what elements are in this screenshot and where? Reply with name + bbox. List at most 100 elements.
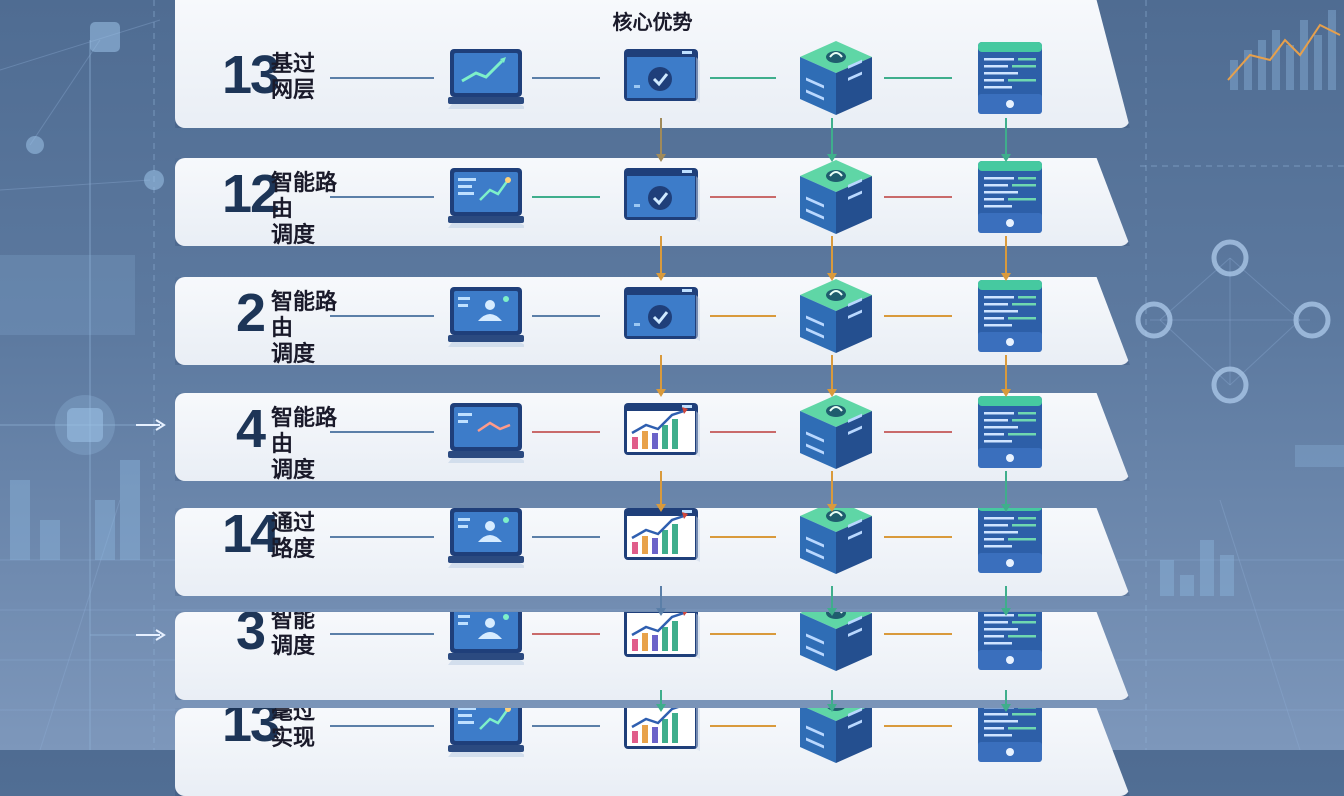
background-decoration xyxy=(0,0,1344,750)
flow-arrow xyxy=(884,71,956,85)
flow-arrow-down xyxy=(1001,586,1011,616)
row-label-line1: 毫过 xyxy=(271,700,316,725)
row-label-line1: 智能路由 xyxy=(271,290,338,341)
flow-arrow-down xyxy=(1001,355,1011,397)
flow-arrow-down xyxy=(656,471,666,512)
flow-arrow-down xyxy=(1001,236,1011,281)
row-label-line2: 网层 xyxy=(271,78,316,103)
flow-arrow xyxy=(884,719,956,733)
row-label-line2: 调度 xyxy=(271,634,316,659)
flow-arrow-down xyxy=(827,236,837,281)
flow-arrow xyxy=(710,425,780,439)
flow-arrow-down xyxy=(827,586,837,616)
window-bar-chart-icon xyxy=(622,508,704,572)
flow-arrow-down xyxy=(656,690,666,712)
row-label-line2: 路度 xyxy=(271,537,316,562)
window-check-icon xyxy=(622,285,704,351)
monitor-user-icon xyxy=(448,508,528,572)
row-label-line1: 智能 xyxy=(271,608,316,633)
server-cube-icon xyxy=(796,277,876,359)
monitor-dashboard-icon xyxy=(448,166,528,232)
row-label-line1: 基过 xyxy=(271,52,316,77)
row-label: 通过路度 xyxy=(271,511,351,563)
flow-arrow xyxy=(710,190,780,204)
flow-arrow xyxy=(884,309,956,323)
flow-arrow-down xyxy=(827,118,837,162)
server-cube-icon xyxy=(796,158,876,240)
flow-arrow xyxy=(884,425,956,439)
row-label: 智能路由调度 xyxy=(271,290,351,367)
flow-arrow-down xyxy=(656,586,666,616)
row-label-line2: 实现 xyxy=(271,726,316,751)
row-number: 13 xyxy=(221,693,280,753)
monitor-graph-icon xyxy=(448,401,528,467)
monitor-dashboard-icon xyxy=(448,708,528,761)
monitor-user-icon xyxy=(448,612,528,669)
row-number: 4 xyxy=(235,399,266,459)
flow-arrow-down xyxy=(1001,690,1011,712)
row-label: 智能调度 xyxy=(271,608,351,660)
row-label-line2: 调度 xyxy=(271,342,316,367)
server-cube-icon xyxy=(796,612,876,677)
row-label: 智能路由调度 xyxy=(271,171,351,246)
row-label-line1: 通过 xyxy=(271,511,316,536)
window-check-icon xyxy=(622,166,704,232)
flow-arrow-down xyxy=(1001,471,1011,512)
flow-arrow xyxy=(330,719,438,733)
flow-arrow xyxy=(884,530,956,544)
flow-arrow-down xyxy=(1001,118,1011,162)
flow-arrow-down xyxy=(827,690,837,712)
monitor-user-icon xyxy=(448,285,528,351)
flow-arrow xyxy=(710,309,780,323)
flow-arrow-down xyxy=(827,355,837,397)
row-number: 12 xyxy=(221,164,280,224)
row-number: 3 xyxy=(235,601,266,661)
flow-arrow-down xyxy=(656,355,666,397)
flow-arrow xyxy=(710,530,780,544)
row-number: 14 xyxy=(221,504,280,564)
monitor-chart-icon xyxy=(448,47,528,113)
flow-arrow xyxy=(330,627,438,641)
server-rack-icon xyxy=(976,508,1044,579)
row-label-line1: 智能路由 xyxy=(271,171,338,222)
flow-arrow xyxy=(330,309,438,323)
row-label: 毫过实现 xyxy=(271,700,351,752)
server-cube-icon xyxy=(796,39,876,121)
server-cube-icon xyxy=(796,508,876,580)
flow-arrow xyxy=(532,425,604,439)
row-label: 基过网层 xyxy=(271,52,351,104)
row-number: 2 xyxy=(235,283,266,343)
flow-arrow xyxy=(532,190,604,204)
window-bar-chart-icon xyxy=(622,612,704,669)
flow-arrow-down xyxy=(656,236,666,281)
server-rack-icon xyxy=(976,159,1044,239)
server-cube-icon xyxy=(796,393,876,475)
page-title: 核心优势 xyxy=(612,10,693,34)
window-bar-chart-icon xyxy=(622,401,704,467)
server-rack-icon xyxy=(976,278,1044,358)
row-number: 13 xyxy=(221,45,280,105)
flow-arrow xyxy=(532,627,604,641)
flow-arrow xyxy=(710,719,780,733)
flow-arrow xyxy=(710,71,780,85)
side-arrow xyxy=(136,629,166,641)
flow-arrow xyxy=(532,71,604,85)
flow-arrow xyxy=(884,190,956,204)
server-rack-icon xyxy=(976,612,1044,676)
row-label-line1: 智能路由 xyxy=(271,406,338,457)
row-label-line2: 调度 xyxy=(271,458,316,483)
flow-arrow-down xyxy=(827,471,837,512)
row-label: 智能路由调度 xyxy=(271,406,351,483)
window-check-icon xyxy=(622,47,704,113)
server-rack-icon xyxy=(976,394,1044,474)
server-cube-icon xyxy=(796,708,876,769)
flow-arrow xyxy=(532,530,604,544)
flow-arrow xyxy=(330,190,438,204)
